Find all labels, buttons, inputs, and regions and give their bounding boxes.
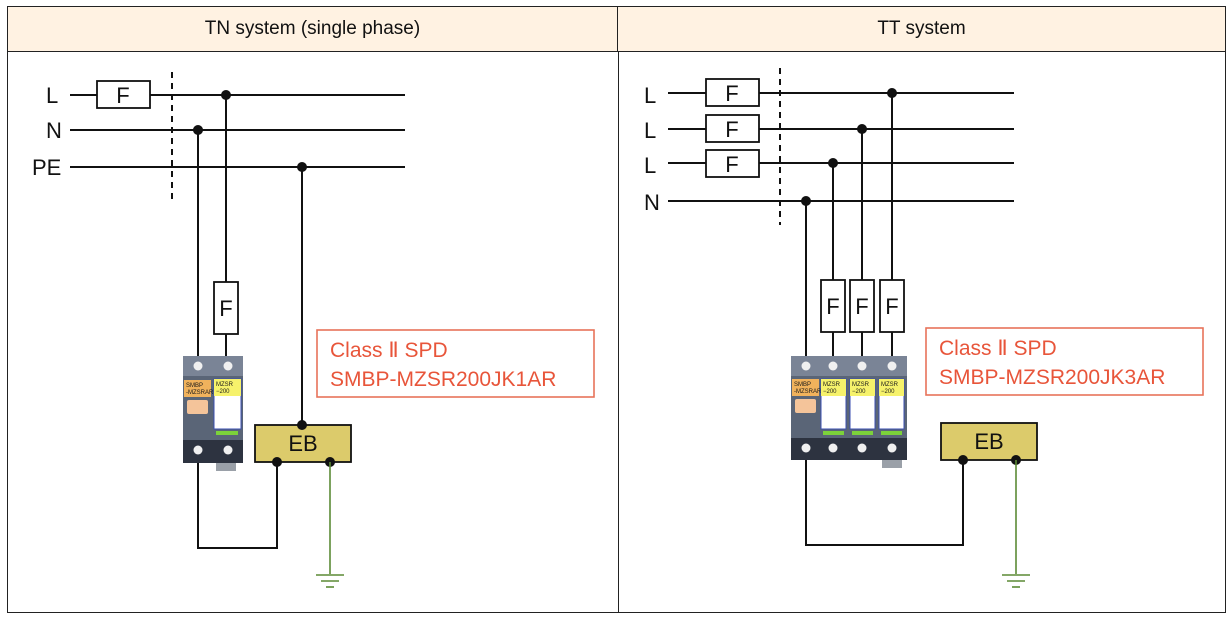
spd-to-eb-wire <box>805 460 964 546</box>
tt-diagram: L L L N F F F F F F <box>644 68 1204 588</box>
svg-text:MZSR: MZSR <box>881 382 899 388</box>
eb-busbar <box>940 422 1038 461</box>
eb-junction-spd <box>272 457 282 467</box>
module-left-text-2: -MZSRAR <box>186 390 214 396</box>
junction-l <box>221 90 231 100</box>
module-right-text-2: −200 <box>216 389 230 395</box>
supply-fuse <box>96 80 151 109</box>
spd-device-3ar: SMBP -MZSRAR MZSR −200 MZSR −200 MZSR −2… <box>791 356 907 468</box>
supply-fuse-l2 <box>705 114 760 143</box>
spd-fuse-l1-label: F <box>885 294 898 319</box>
line-label-pe: PE <box>32 155 61 180</box>
spd-fuse-l2 <box>849 279 875 333</box>
svg-text:−200: −200 <box>881 389 895 395</box>
module-left-text-2: -MZSRAR <box>794 389 822 395</box>
header-tt-system: TT system <box>618 7 1225 52</box>
supply-fuse-l3 <box>705 149 760 178</box>
tn-diagram: L N PE F F SMBP -MZSRAR <box>32 72 595 588</box>
spd-to-eb-wire <box>197 462 278 549</box>
spd-callout-box <box>925 327 1204 396</box>
junction-n <box>193 125 203 135</box>
header-tn-system: TN system (single phase) <box>8 7 618 52</box>
spd-callout-box <box>316 329 595 398</box>
ground-symbol <box>1002 574 1030 588</box>
spd-callout-model: SMBP-MZSR200JK1AR <box>330 368 556 391</box>
svg-text:MZSR: MZSR <box>852 382 870 388</box>
junction-pe <box>297 162 307 172</box>
spd-callout-class: Class Ⅱ SPD <box>330 339 448 362</box>
line-label-n: N <box>46 118 62 143</box>
spd-callout-class: Class Ⅱ SPD <box>939 337 1057 360</box>
line-label-l: L <box>46 83 58 108</box>
ground-symbol <box>316 574 344 588</box>
module-left-text-1: SMBP <box>794 382 811 388</box>
spd-device-1ar: SMBP -MZSRAR MZSR −200 <box>183 356 243 471</box>
svg-text:−200: −200 <box>852 389 866 395</box>
supply-fuse-l3-label: F <box>725 152 738 177</box>
supply-fuse-l1 <box>705 78 760 107</box>
line-label-l3: L <box>644 153 656 178</box>
spd-fuse-label: F <box>219 296 232 321</box>
spd-fuse-l3-label: F <box>826 294 839 319</box>
eb-junction-pe <box>297 420 307 430</box>
eb-label: EB <box>974 429 1003 454</box>
spd-fuse <box>213 281 239 335</box>
spd-fuse-l3 <box>820 279 846 333</box>
column-divider <box>618 52 619 612</box>
line-label-l1: L <box>644 83 656 108</box>
spd-fuse-l2-label: F <box>855 294 868 319</box>
line-label-l2: L <box>644 118 656 143</box>
supply-fuse-l1-label: F <box>725 81 738 106</box>
supply-fuse-l2-label: F <box>725 117 738 142</box>
spd-callout-model: SMBP-MZSR200JK3AR <box>939 366 1165 389</box>
svg-text:−200: −200 <box>823 389 837 395</box>
comparison-table: TN system (single phase) TT system <box>7 6 1226 613</box>
svg-text:MZSR: MZSR <box>823 382 841 388</box>
module-left-text-1: SMBP <box>186 383 203 389</box>
line-label-n: N <box>644 190 660 215</box>
supply-fuse-label: F <box>116 83 129 108</box>
module-right-text-1: MZSR <box>216 382 234 388</box>
spd-fuse-l1 <box>879 279 905 333</box>
eb-busbar <box>254 424 352 463</box>
eb-label: EB <box>288 431 317 456</box>
